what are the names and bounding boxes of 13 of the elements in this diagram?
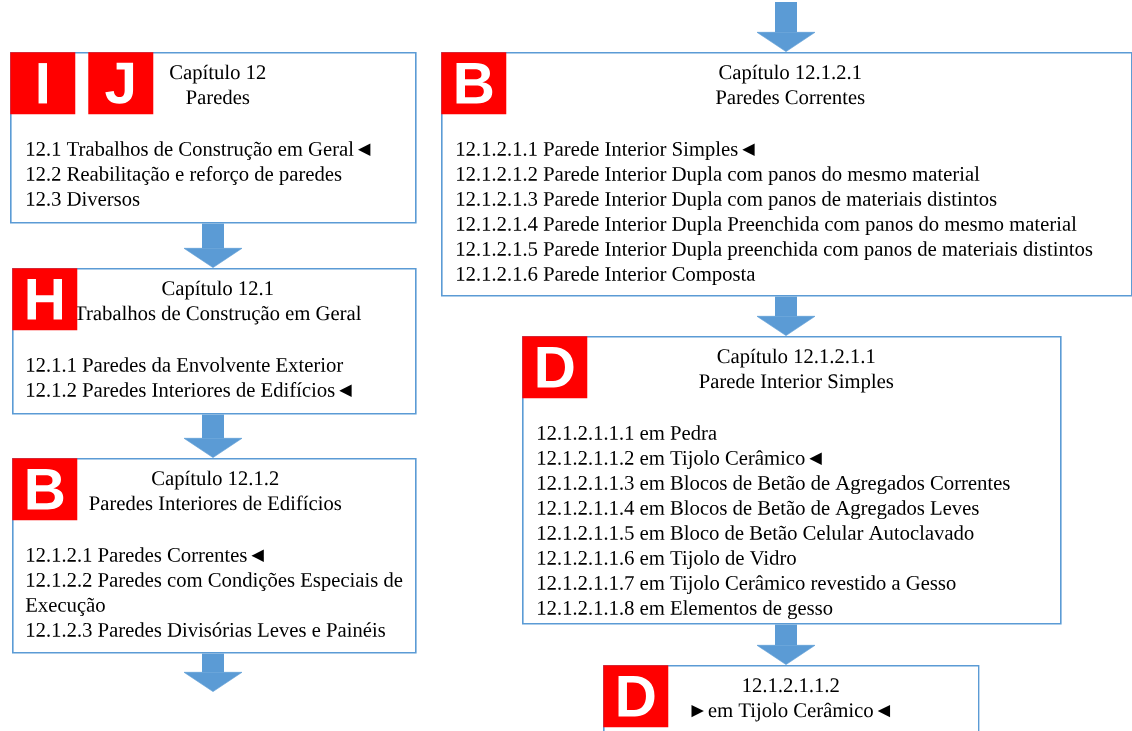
block-arrow xyxy=(183,414,243,458)
letter-badge: J xyxy=(88,52,154,115)
letter-badge: H xyxy=(12,268,78,331)
block-arrow xyxy=(183,653,243,692)
letter-badge: I xyxy=(10,52,76,115)
block-arrow xyxy=(756,624,816,665)
letter-badge: B xyxy=(12,458,78,521)
letter-badge: B xyxy=(441,52,507,115)
block-arrow xyxy=(756,296,816,336)
block-arrow xyxy=(183,223,243,268)
block-arrow xyxy=(756,2,816,52)
letter-badge: D xyxy=(603,665,669,728)
letter-badge: D xyxy=(522,336,588,399)
